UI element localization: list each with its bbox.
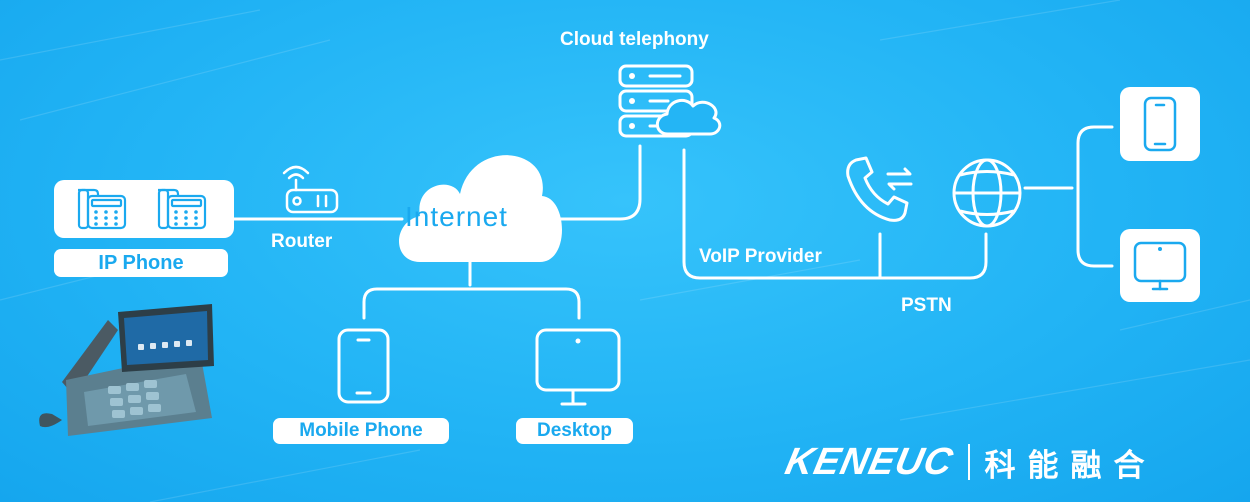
ip-phone-icons [77,188,207,230]
router-icon [282,165,339,214]
mobile-phone-label: Mobile Phone [273,418,449,444]
pstn-label: PSTN [901,295,952,316]
voip-provider-label: VoIP Provider [699,246,822,267]
server-cloud-icon [618,64,722,138]
remote-desktop-icon [1133,241,1187,291]
brand-divider [968,444,971,480]
voip-phone-icon [846,156,913,222]
globe-icon [952,158,1022,228]
internet-label: Internet [405,201,508,232]
cloud-telephony-label: Cloud telephony [560,29,709,50]
remote-mobile-card [1120,87,1200,161]
mobile-phone-icon [337,328,390,404]
brand-name-cn: 科能融合 [984,447,1157,484]
desktop-label: Desktop [516,418,633,444]
connector-lines [232,125,1114,320]
ip-phone-label: IP Phone [54,249,228,277]
remote-mobile-icon [1143,96,1177,152]
remote-desktop-card [1120,229,1200,302]
brand-name-en: KENEUC [781,440,958,483]
brand-logo: KENEUC 科能融合 [782,440,1157,484]
desk-phone-illustration [39,304,214,436]
desktop-camera-dot [575,338,581,344]
ip-phone-card [54,180,234,238]
internet-cloud-icon [399,155,562,262]
router-label: Router [271,231,333,252]
desktop-monitor-icon [535,328,621,406]
